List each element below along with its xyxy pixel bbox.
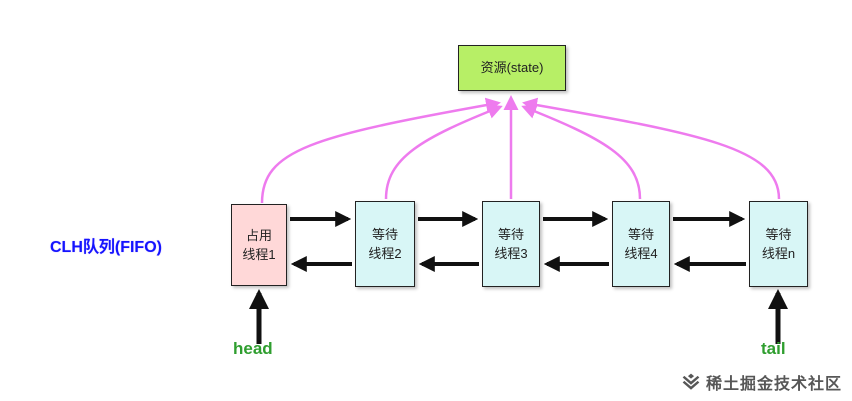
node-label: 等待 线程4 <box>624 226 658 262</box>
juejin-logo-icon <box>682 373 700 390</box>
resource-state-label: 资源(state) <box>480 60 544 76</box>
node-waiting-thread4: 等待 线程4 <box>612 201 670 287</box>
node-waiting-thread3: 等待 线程3 <box>482 201 540 287</box>
spin-links <box>260 95 781 204</box>
head-pointer-label: head <box>233 339 273 358</box>
node-label: 等待 线程n <box>761 226 796 262</box>
node-label: 等待 线程2 <box>368 226 402 262</box>
watermark-text: 稀土掘金技术社区 <box>705 376 842 393</box>
tail-pointer-label: tail <box>761 339 786 358</box>
queue-links <box>290 211 746 272</box>
node-waiting-thread2: 等待 线程2 <box>355 201 415 287</box>
node-label: 等待 线程3 <box>494 226 528 262</box>
node-label: 占用 线程1 <box>242 227 276 263</box>
resource-state-box: 资源(state) <box>458 45 566 91</box>
watermark: 稀土掘金技术社区 <box>681 370 842 394</box>
diagram-title: CLH队列(FIFO) <box>50 239 162 256</box>
node-occupied-thread1: 占用 线程1 <box>231 204 287 286</box>
node-waiting-threadn: 等待 线程n <box>749 201 808 287</box>
head-tail-pointers <box>249 289 788 344</box>
